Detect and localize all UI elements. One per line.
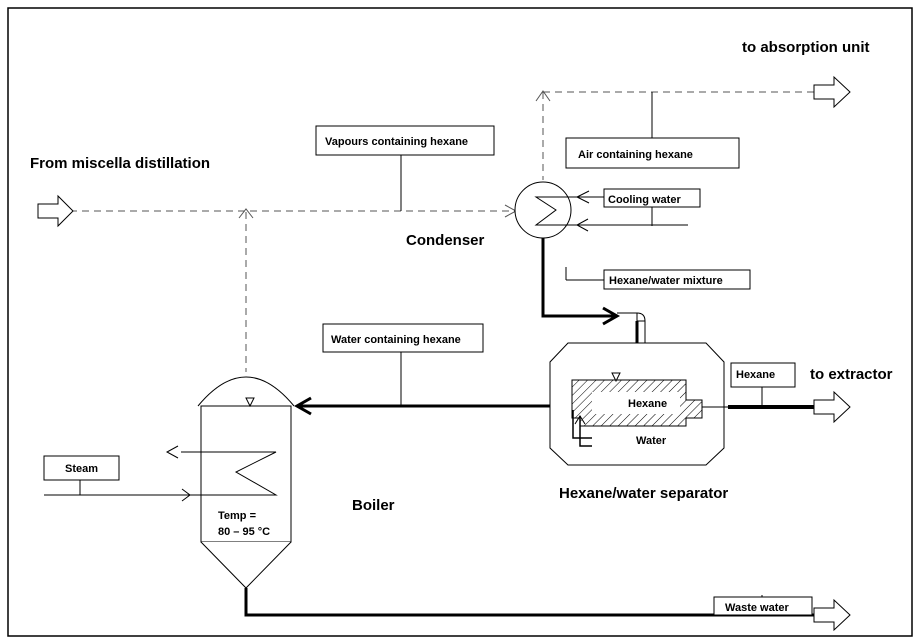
water-containing-hexane-label: Water containing hexane	[331, 334, 461, 346]
steam-label: Steam	[65, 463, 98, 475]
separator-label: Hexane/water separator	[559, 485, 728, 502]
boiler-label: Boiler	[352, 497, 395, 514]
water-hexane-label-box	[322, 323, 484, 353]
hexane-label-box	[730, 362, 796, 388]
to-absorption-label: to absorption unit	[742, 39, 869, 56]
water-layer-label: Water	[636, 435, 667, 447]
hexane-water-mixture-label: Hexane/water mixture	[609, 275, 723, 287]
mixture-line	[541, 238, 617, 318]
waste-outlet-arrow-icon	[813, 598, 851, 632]
condenser	[514, 181, 688, 239]
hexane-water-separator	[549, 342, 725, 466]
cooling-water-label-box	[603, 188, 701, 208]
boiler-vessel	[44, 376, 295, 589]
air-hexane-label: Air containing hexane	[578, 149, 693, 161]
waste-water-label-box	[713, 596, 813, 616]
mixture-arrowhead	[602, 306, 621, 326]
diagram-frame	[7, 7, 913, 637]
condenser-label: Condenser	[406, 232, 485, 249]
cooling-water-label: Cooling water	[608, 194, 681, 206]
temperature-label-line1: Temp =	[218, 510, 256, 522]
extractor-outlet-arrow-icon	[813, 390, 851, 424]
temperature-label-line2: 80 – 95 °C	[218, 526, 270, 538]
hexane-layer-label: Hexane	[628, 398, 667, 410]
mixture-label-box	[603, 269, 751, 290]
to-extractor-label: to extractor	[810, 366, 893, 383]
air-label-box	[565, 137, 740, 169]
vapours-label: Vapours containing hexane	[325, 136, 468, 148]
steam-label-box	[43, 455, 120, 481]
waste-water-label: Waste water	[725, 602, 790, 614]
vapours-label-box	[315, 125, 495, 156]
absorption-outlet-arrow-icon	[813, 75, 851, 109]
hexane-outlet-label: Hexane	[736, 369, 775, 381]
vapour-line	[70, 91, 815, 372]
from-miscella-label: From miscella distillation	[30, 155, 210, 172]
inlet-arrow-icon	[37, 194, 74, 228]
waste-water-line	[244, 588, 815, 617]
